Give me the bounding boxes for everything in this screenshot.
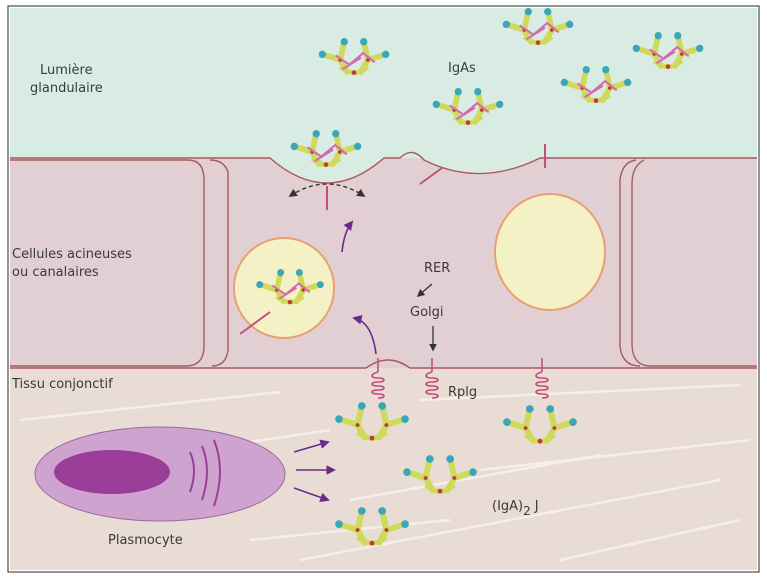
basal-membrane	[10, 359, 757, 369]
label-cells-1: Cellules acineuses	[12, 247, 132, 262]
cleavage-arrow	[288, 183, 366, 197]
center-cell-right-wall	[619, 159, 641, 367]
glandular-lumen	[10, 8, 757, 158]
transcytotic-vesicle	[233, 237, 335, 339]
label-dimer-sub: 2	[523, 504, 531, 518]
golgi-arcs	[189, 439, 221, 507]
center-cell-left-wall	[209, 159, 229, 367]
apical-receptor-stub-1	[419, 167, 443, 185]
secretion-arrow-1	[293, 439, 330, 453]
label-golgi: Golgi	[410, 305, 444, 320]
plasmocyte-nucleus	[54, 450, 170, 494]
cell-nucleus	[494, 193, 606, 311]
label-dimer-j: J	[534, 499, 539, 514]
transcytosis-arrow	[341, 220, 354, 253]
label-rplg: Rplg	[448, 385, 477, 400]
right-cell	[631, 159, 757, 367]
rer-golgi-arrow	[416, 283, 433, 298]
label-lumen-1: Lumière	[40, 63, 93, 78]
apical-membrane	[10, 151, 757, 184]
label-cells-2: ou canalaires	[12, 265, 99, 280]
endocytosis-arrow	[352, 314, 377, 355]
label-connective: Tissu conjonctif	[11, 377, 113, 392]
secretion-arrow-3	[293, 487, 330, 502]
label-igas: IgAs	[448, 61, 476, 76]
label-rer: RER	[424, 261, 450, 276]
label-plasmocyte: Plasmocyte	[108, 533, 183, 548]
label-dimer-base: (IgA)	[492, 499, 523, 514]
left-cell	[10, 159, 205, 367]
label-lumen-2: glandulaire	[30, 81, 103, 96]
vesicle-receptor	[239, 311, 271, 335]
